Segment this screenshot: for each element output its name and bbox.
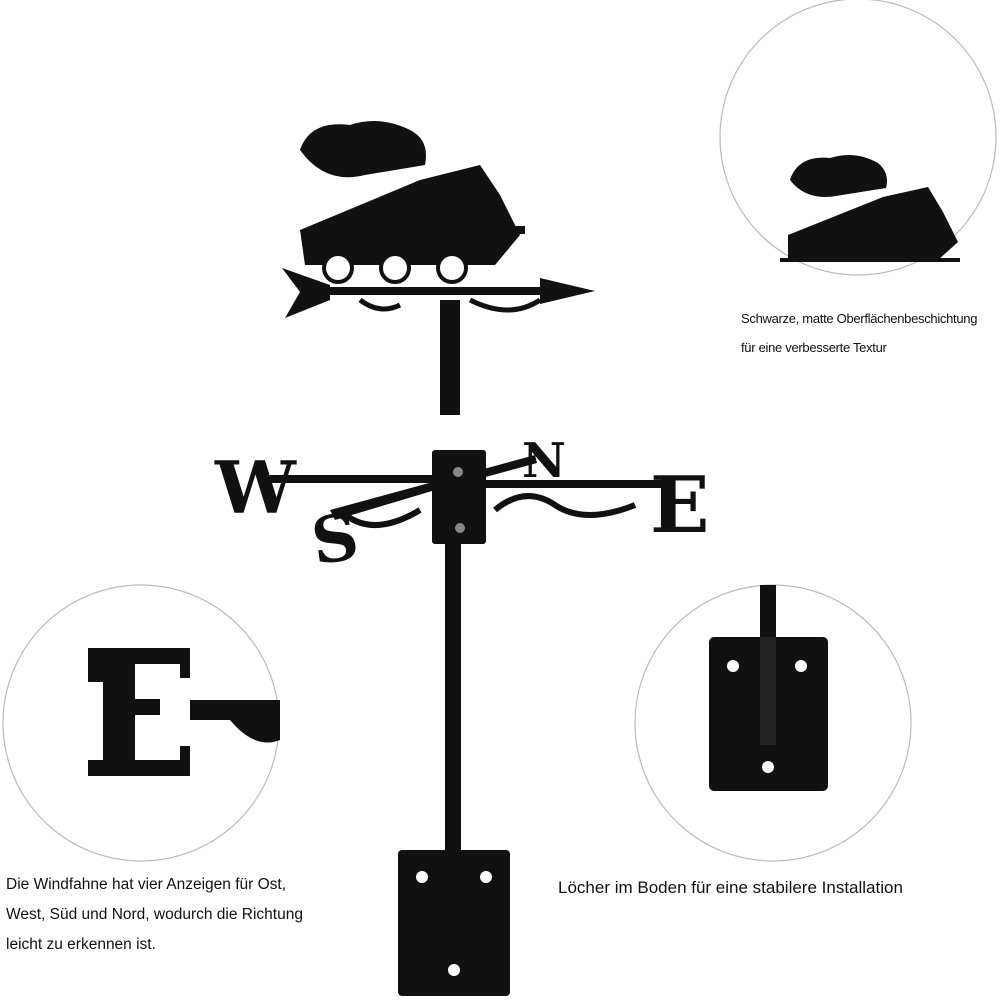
base-plate	[398, 850, 510, 996]
detail-letter-e	[88, 648, 280, 776]
coating-caption-line: Schwarze, matte Oberflächenbeschichtung	[741, 311, 978, 326]
lower-pole	[445, 540, 461, 860]
coating-caption-line: für eine verbesserte Textur	[741, 340, 887, 355]
compass-arms	[270, 450, 670, 544]
directions-caption: Die Windfahne hat vier Anzeigen für Ost,…	[6, 870, 303, 960]
directions-caption-line: Die Windfahne hat vier Anzeigen für Ost,	[6, 876, 287, 893]
detail-train	[780, 154, 960, 262]
letter-west: W	[214, 445, 297, 530]
arrow	[282, 268, 595, 318]
directions-caption-line: leicht zu erkennen ist.	[6, 936, 156, 953]
detail-base-plate	[709, 585, 828, 791]
base-caption: Löcher im Boden für eine stabilere Insta…	[558, 878, 903, 897]
letter-north: N	[522, 433, 566, 489]
upper-pole	[440, 300, 460, 415]
letter-east: E	[650, 460, 709, 551]
letter-south: S	[307, 499, 363, 580]
train-silhouette	[300, 121, 525, 284]
directions-caption-line: West, Süd und Nord, wodurch die Richtung	[6, 906, 303, 923]
coating-caption: Schwarze, matte Oberflächenbeschichtung …	[741, 304, 977, 362]
